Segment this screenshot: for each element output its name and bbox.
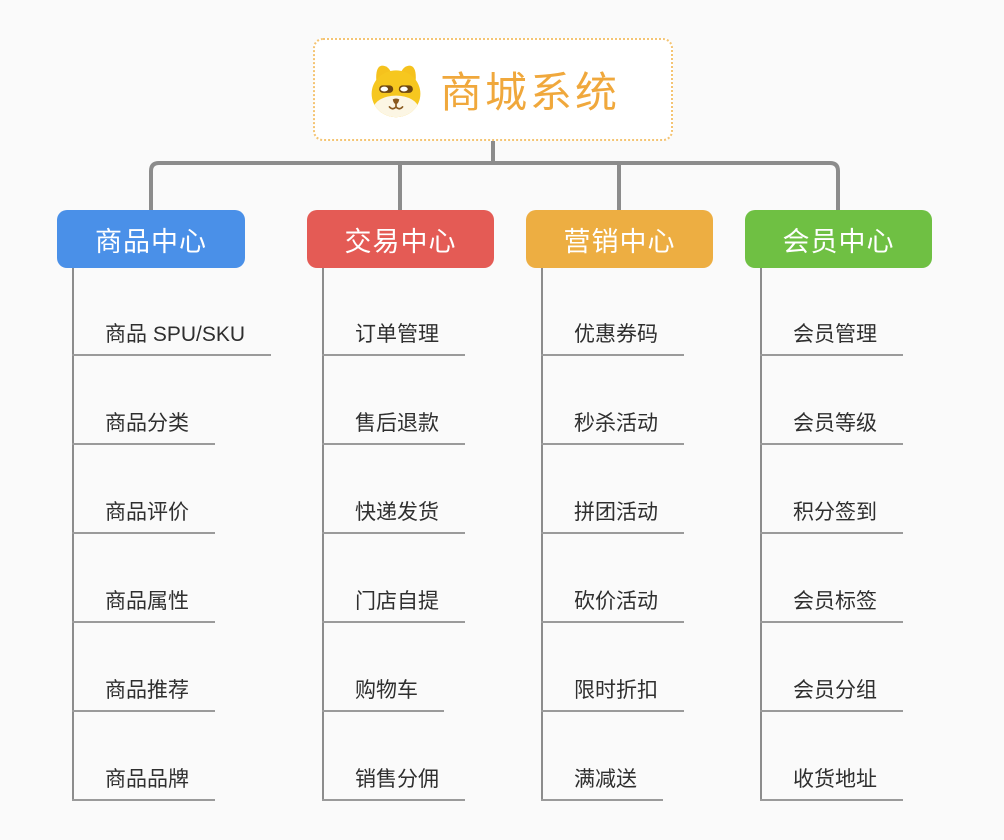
branch-box-member-center[interactable]: 会员中心 — [745, 210, 932, 268]
leaf-label: 购物车 — [355, 679, 418, 702]
branch-column-marketing: 优惠券码 秒杀活动 拼团活动 砍价活动 限时折扣 满减送 — [541, 268, 781, 802]
branch-column-trade: 订单管理 售后退款 快递发货 门店自提 购物车 销售分佣 — [322, 268, 562, 802]
leaf-label: 会员管理 — [793, 323, 877, 346]
branch-column-member: 会员管理 会员等级 积分签到 会员标签 会员分组 收货地址 — [760, 268, 1000, 802]
leaf-node[interactable]: 会员分组 — [760, 662, 903, 712]
leaf-label: 优惠券码 — [574, 323, 658, 346]
leaf-node[interactable]: 砍价活动 — [541, 573, 684, 623]
root-node[interactable]: 商城系统 — [313, 38, 673, 141]
leaf-node[interactable]: 购物车 — [322, 662, 444, 712]
leaf-node[interactable]: 会员管理 — [760, 306, 903, 356]
leaf-label: 拼团活动 — [574, 501, 658, 524]
leaf-node[interactable]: 商品属性 — [72, 573, 215, 623]
shiba-dog-icon — [366, 59, 426, 121]
leaf-node[interactable]: 会员标签 — [760, 573, 903, 623]
leaf-label: 砍价活动 — [574, 590, 658, 613]
connector-line — [322, 268, 324, 801]
branch-box-trade-center[interactable]: 交易中心 — [307, 210, 494, 268]
leaf-node[interactable]: 订单管理 — [322, 306, 465, 356]
leaf-label: 商品评价 — [105, 501, 189, 524]
leaf-label: 满减送 — [574, 768, 637, 791]
leaf-node[interactable]: 门店自提 — [322, 573, 465, 623]
branch-label: 营销中心 — [563, 226, 676, 257]
leaf-node[interactable]: 会员等级 — [760, 395, 903, 445]
branch-label: 商品中心 — [95, 226, 207, 257]
leaf-node[interactable]: 商品分类 — [72, 395, 215, 445]
leaf-label: 收货地址 — [793, 768, 877, 791]
leaf-label: 商品 SPU/SKU — [105, 323, 246, 346]
leaf-node[interactable]: 商品品牌 — [72, 751, 215, 801]
leaf-label: 商品推荐 — [105, 679, 189, 702]
leaf-node[interactable]: 商品 SPU/SKU — [72, 306, 272, 356]
leaf-node[interactable]: 销售分佣 — [322, 751, 465, 801]
leaf-label: 商品分类 — [105, 412, 189, 435]
branch-label: 交易中心 — [344, 226, 457, 257]
branch-box-product-center[interactable]: 商品中心 — [57, 210, 245, 268]
branch-box-marketing-center[interactable]: 营销中心 — [526, 210, 713, 268]
leaf-node[interactable]: 商品评价 — [72, 484, 215, 534]
connector-line — [541, 268, 543, 801]
branch-label: 会员中心 — [782, 226, 895, 257]
leaf-label: 销售分佣 — [355, 768, 439, 791]
leaf-node[interactable]: 商品推荐 — [72, 662, 215, 712]
leaf-label: 商品属性 — [105, 590, 189, 613]
leaf-node[interactable]: 优惠券码 — [541, 306, 684, 356]
leaf-label: 快递发货 — [355, 501, 439, 524]
leaf-label: 订单管理 — [355, 323, 439, 346]
leaf-label: 限时折扣 — [574, 679, 658, 702]
leaf-label: 秒杀活动 — [574, 412, 658, 435]
leaf-label: 门店自提 — [355, 590, 439, 613]
leaf-label: 售后退款 — [355, 412, 439, 435]
leaf-node[interactable]: 售后退款 — [322, 395, 465, 445]
leaf-node[interactable]: 秒杀活动 — [541, 395, 684, 445]
leaf-node[interactable]: 限时折扣 — [541, 662, 684, 712]
leaf-node[interactable]: 积分签到 — [760, 484, 903, 534]
root-title: 商城系统 — [439, 69, 620, 116]
leaf-label: 会员标签 — [793, 590, 877, 613]
leaf-label: 商品品牌 — [105, 768, 189, 791]
connector-line — [72, 268, 74, 801]
leaf-label: 会员分组 — [793, 679, 877, 702]
leaf-label: 积分签到 — [793, 501, 877, 524]
branch-column-product: 商品 SPU/SKU 商品分类 商品评价 商品属性 商品推荐 商品品牌 — [72, 268, 312, 802]
leaf-node[interactable]: 满减送 — [541, 751, 663, 801]
leaf-label: 会员等级 — [793, 412, 877, 435]
leaf-node[interactable]: 快递发货 — [322, 484, 465, 534]
leaf-node[interactable]: 拼团活动 — [541, 484, 684, 534]
connector-line — [760, 268, 762, 801]
leaf-node[interactable]: 收货地址 — [760, 751, 903, 801]
